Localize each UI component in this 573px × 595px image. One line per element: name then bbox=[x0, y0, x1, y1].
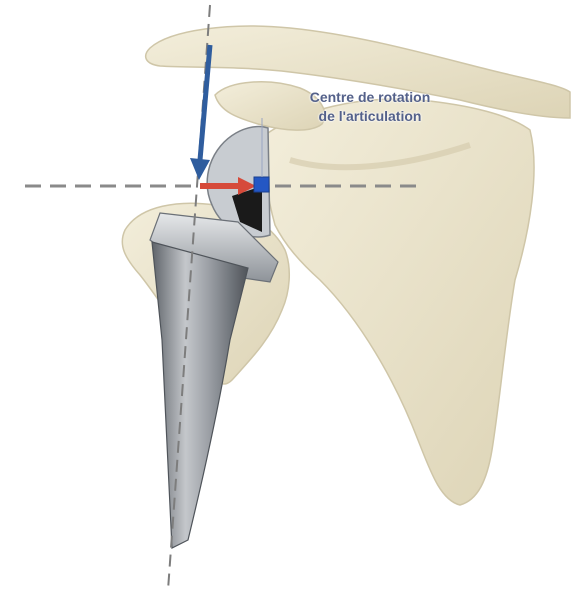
label-line-2: de l'articulation bbox=[270, 107, 470, 126]
center-of-rotation-label: Centre de rotation de l'articulation bbox=[270, 88, 470, 126]
humeral-stem bbox=[152, 242, 248, 548]
center-of-rotation-point bbox=[254, 177, 269, 192]
label-line-1: Centre de rotation bbox=[270, 88, 470, 107]
